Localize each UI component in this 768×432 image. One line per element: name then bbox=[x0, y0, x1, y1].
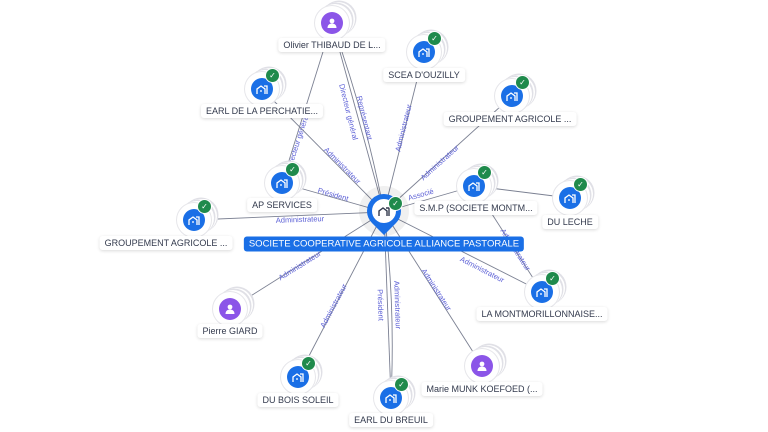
edge-line bbox=[383, 211, 393, 399]
building-icon bbox=[501, 85, 523, 107]
node-label[interactable]: DU BOIS SOLEIL bbox=[257, 393, 339, 407]
verified-check-icon: ✓ bbox=[197, 199, 212, 214]
company-node-icon[interactable]: ✓ bbox=[177, 199, 212, 237]
center-node-label[interactable]: SOCIETE COOPERATIVE AGRICOLE ALLIANCE PA… bbox=[243, 236, 525, 252]
edge-label: Administrateur bbox=[419, 143, 461, 182]
building-icon bbox=[287, 366, 309, 388]
edge-label: Président bbox=[375, 289, 385, 322]
company-node-icon[interactable]: ✓ bbox=[265, 162, 300, 200]
edge-label: Administrateur bbox=[393, 103, 414, 153]
edge-label: Administrateur bbox=[322, 145, 363, 186]
edge-label: Administrateur bbox=[318, 282, 349, 329]
person-node-icon[interactable] bbox=[465, 349, 499, 383]
company-node-icon[interactable]: ✓ bbox=[374, 377, 409, 415]
company-node-icon[interactable]: ✓ bbox=[495, 75, 530, 113]
edge-line bbox=[383, 211, 543, 293]
verified-check-icon: ✓ bbox=[285, 162, 300, 177]
building-icon bbox=[531, 281, 553, 303]
person-node-icon[interactable] bbox=[315, 6, 349, 40]
node-label[interactable]: LA MONTMORILLONNAISE... bbox=[476, 307, 608, 321]
node-label[interactable]: AP SERVICES bbox=[247, 198, 317, 212]
node-label[interactable]: Marie MUNK KOEFOED (... bbox=[421, 382, 543, 396]
building-icon bbox=[380, 387, 402, 409]
verified-check-icon: ✓ bbox=[301, 356, 316, 371]
verified-check-icon: ✓ bbox=[573, 177, 588, 192]
edge-line bbox=[383, 211, 483, 367]
person-node-icon[interactable] bbox=[213, 292, 247, 326]
person-icon bbox=[219, 298, 241, 320]
node-label[interactable]: Olivier THIBAUD DE L... bbox=[278, 38, 386, 52]
edge-line bbox=[261, 88, 385, 213]
node-label[interactable]: EARL DU BREUIL bbox=[349, 413, 433, 427]
company-node-icon[interactable]: ✓ bbox=[457, 165, 492, 203]
node-label[interactable]: GROUPEMENT AGRICOLE ... bbox=[99, 236, 233, 250]
edge-label: Administrateur bbox=[419, 267, 453, 313]
node-label[interactable]: SCEA D'OUZILLY bbox=[383, 68, 465, 82]
company-node-icon[interactable]: ✓ bbox=[245, 68, 280, 106]
node-label[interactable]: S.M.P (SOCIETE MONTM... bbox=[414, 201, 538, 215]
building-icon bbox=[413, 41, 435, 63]
edge-label: Administrateur bbox=[459, 255, 507, 285]
verified-check-icon: ✓ bbox=[515, 75, 530, 90]
node-label[interactable]: DU LECHE bbox=[542, 215, 598, 229]
building-icon bbox=[463, 175, 485, 197]
person-icon bbox=[321, 12, 343, 34]
person-icon bbox=[471, 355, 493, 377]
node-label[interactable]: EARL DE LA PERCHATIE... bbox=[200, 104, 324, 118]
edge-label: Administrateur bbox=[392, 281, 403, 330]
building-icon bbox=[559, 187, 581, 209]
building-icon bbox=[183, 209, 205, 231]
company-node-icon[interactable]: ✓ bbox=[407, 31, 442, 69]
edge-line bbox=[229, 211, 385, 310]
verified-check-icon: ✓ bbox=[545, 271, 560, 286]
company-node-icon[interactable]: ✓ bbox=[281, 356, 316, 394]
building-icon bbox=[251, 78, 273, 100]
verified-check-icon: ✓ bbox=[265, 68, 280, 83]
edge-line bbox=[193, 211, 385, 221]
company-node-icon[interactable]: ✓ bbox=[553, 177, 588, 215]
verified-check-icon: ✓ bbox=[394, 377, 409, 392]
verified-check-icon: ✓ bbox=[388, 196, 403, 211]
node-label[interactable]: Pierre GIARD bbox=[197, 324, 263, 338]
building-icon bbox=[271, 172, 293, 194]
node-label[interactable]: GROUPEMENT AGRICOLE ... bbox=[443, 112, 577, 126]
edge-label: Administrateur bbox=[276, 214, 325, 225]
verified-check-icon: ✓ bbox=[477, 165, 492, 180]
company-node-icon[interactable]: ✓ bbox=[525, 271, 560, 309]
edge-label: Président bbox=[317, 186, 351, 204]
edge-label: Administrateur bbox=[277, 249, 323, 283]
verified-check-icon: ✓ bbox=[427, 31, 442, 46]
